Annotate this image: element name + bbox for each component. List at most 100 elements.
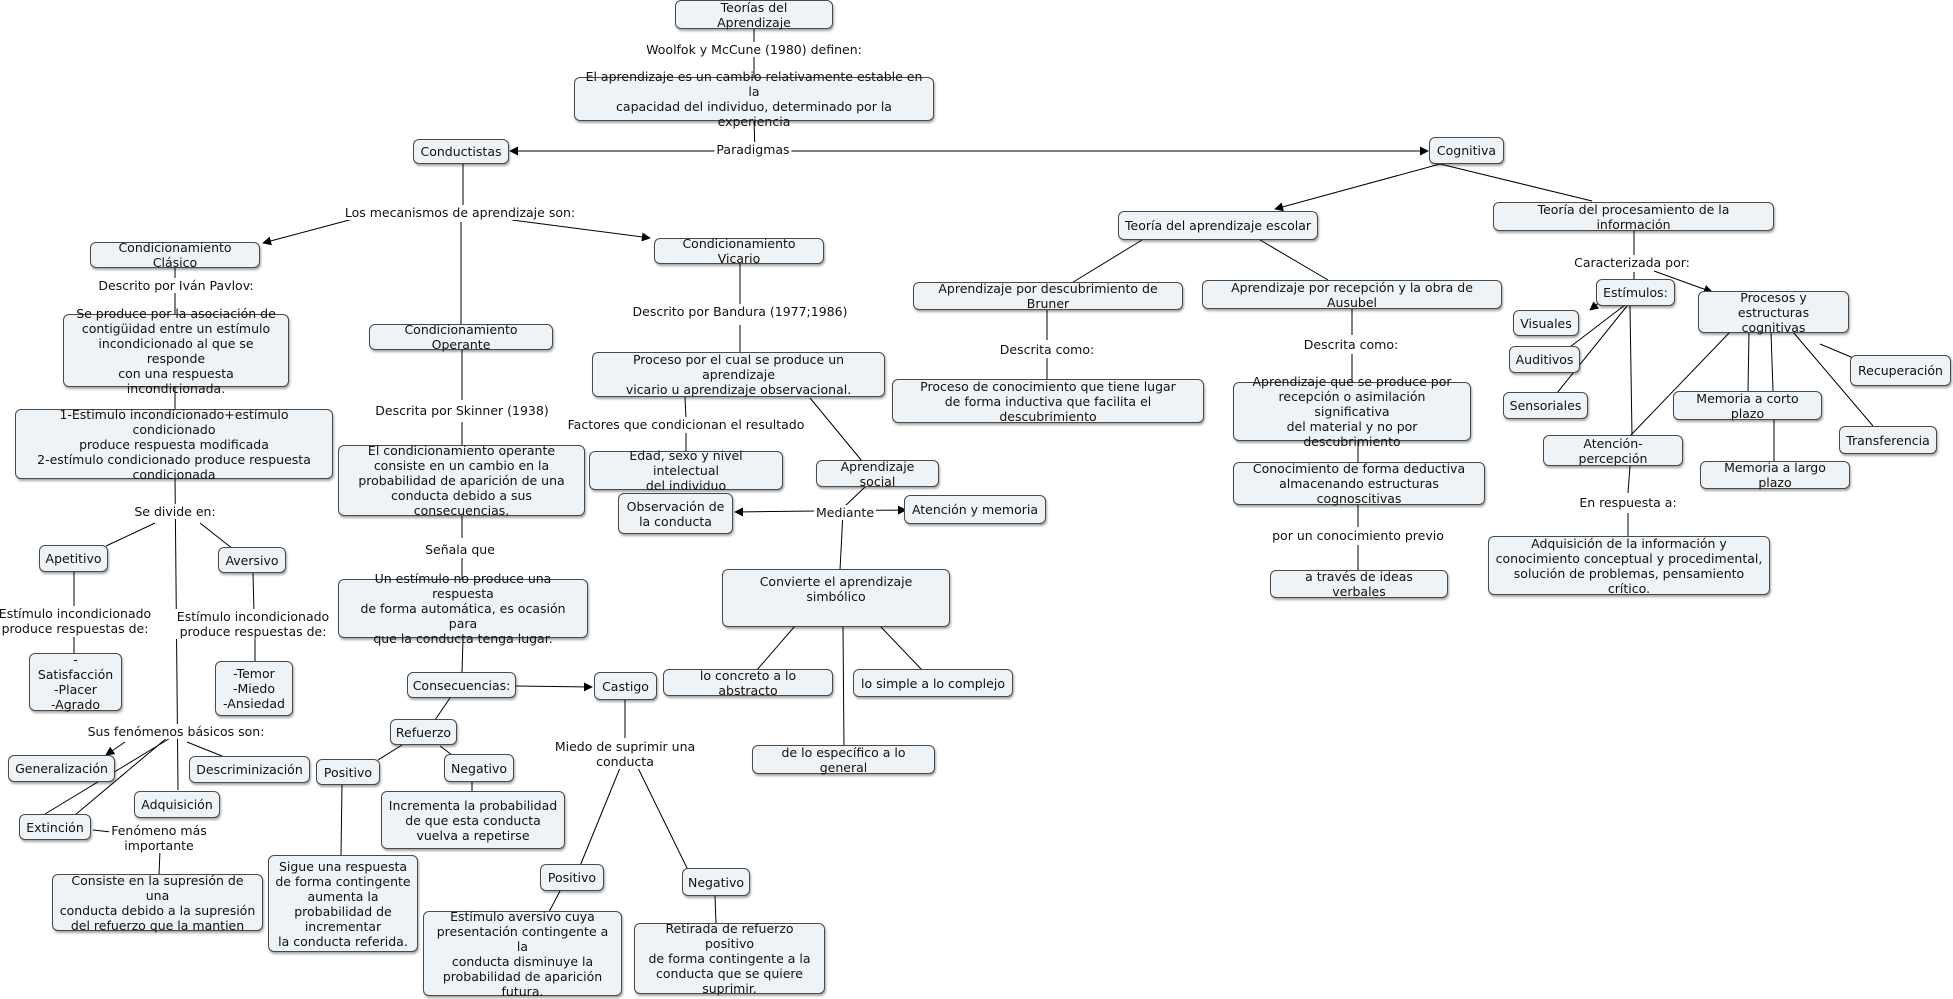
node-bruner-definicion[interactable]: Proceso de conocimiento que tiene lugar … [892, 379, 1204, 424]
node-descriminizacion[interactable]: Descriminización [189, 756, 310, 783]
node-teorias-del-aprendizaje[interactable]: Teorías del Aprendizaje [675, 0, 833, 30]
node-teoria-procesamiento-informacion[interactable]: Teoría del procesamiento de la informaci… [1493, 202, 1774, 232]
label-descrita-como-ausubel: Descrita como: [1301, 337, 1401, 352]
label-estimulo-aversivo: Estímulo incondicionado produce respuest… [174, 609, 332, 639]
label-en-respuesta: En respuesta a: [1577, 495, 1679, 510]
node-refuerzo-positivo[interactable]: Positivo [316, 759, 380, 785]
connector [809, 397, 863, 462]
connector [511, 219, 651, 242]
label-paradigmas: Paradigmas [714, 142, 792, 157]
node-adquisicion-informacion[interactable]: Adquisición de la información y conocimi… [1488, 536, 1770, 596]
connector [842, 485, 867, 509]
connector [262, 218, 354, 246]
label-estimulo-apetitivo: Estímulo incondicionado produce respuest… [0, 606, 154, 636]
label-miedo-suprimir: Miedo de suprimir una conducta [552, 739, 698, 769]
connector [637, 767, 689, 871]
node-castigo-negativo[interactable]: Negativo [682, 868, 750, 896]
connector [1747, 331, 1750, 392]
node-refuerzo-positivo-definicion[interactable]: Sigue una respuesta de forma contingente… [268, 855, 418, 952]
connector [377, 744, 403, 761]
connector [1274, 163, 1441, 212]
label-caracterizada-por: Caracterizada por: [1572, 255, 1692, 270]
connector [714, 895, 717, 925]
node-aprendizaje-ausubel[interactable]: Aprendizaje por recepción y la obra de A… [1202, 280, 1502, 310]
connector [1556, 305, 1628, 394]
connector [755, 625, 796, 672]
connector [186, 741, 223, 757]
node-estimulos[interactable]: Estímulos: [1596, 279, 1675, 306]
connector [1629, 331, 1731, 437]
node-simple-complejo[interactable]: lo simple a lo complejo [853, 669, 1013, 697]
connector [1792, 331, 1874, 427]
label-mecanismos: Los mecanismos de aprendizaje son: [342, 205, 578, 220]
node-factores-edad-sexo[interactable]: Edad, sexo y nivel intelectual del indiv… [589, 448, 783, 493]
node-recuperacion[interactable]: Recuperación [1850, 355, 1951, 386]
connector [158, 849, 161, 876]
node-definicion-aprendizaje[interactable]: El aprendizaje es un cambio relativament… [574, 69, 934, 129]
node-ideas-verbales[interactable]: a través de ideas verbales [1270, 569, 1448, 599]
connector [684, 396, 687, 420]
node-memoria-largo-plazo[interactable]: Memoria a largo plazo [1700, 460, 1850, 490]
node-concreto-abstracto[interactable]: lo concreto a lo abstracto [663, 668, 833, 698]
connector [1439, 163, 1593, 202]
label-fenomeno-importante: Fenómeno más importante [109, 823, 209, 853]
label-conocimiento-previo: por un conocimiento previo [1270, 528, 1446, 543]
node-apetitivo[interactable]: Apetitivo [39, 545, 108, 572]
node-satisfaccion-placer-agrado[interactable]: -Satisfacción -Placer -Agrado [29, 652, 122, 712]
node-auditivos[interactable]: Auditivos [1509, 346, 1580, 373]
node-sensoriales[interactable]: Sensoriales [1503, 392, 1588, 419]
node-memoria-corto-plazo[interactable]: Memoria a corto plazo [1673, 391, 1822, 421]
connector [879, 625, 923, 671]
node-observacion-conducta[interactable]: Observación de la conducta [618, 493, 733, 534]
node-cognitiva[interactable]: Cognitiva [1429, 137, 1504, 164]
label-descrita-como-bruner: Descrita como: [997, 342, 1097, 357]
node-conductistas[interactable]: Conductistas [413, 139, 509, 164]
node-refuerzo[interactable]: Refuerzo [390, 719, 457, 745]
node-generalizacion[interactable]: Generalización [8, 755, 115, 782]
node-temor-miedo-ansiedad[interactable]: -Temor -Miedo -Ansiedad [215, 661, 293, 716]
node-conocimiento-deductivo[interactable]: Conocimiento de forma deductiva almacena… [1233, 461, 1485, 506]
node-aprendizaje-bruner[interactable]: Aprendizaje por descubrimiento de Bruner [913, 281, 1183, 311]
node-consecuencias[interactable]: Consecuencias: [407, 672, 516, 698]
node-aversivo[interactable]: Aversivo [218, 547, 286, 573]
node-aprendizaje-simbolico[interactable]: Convierte el aprendizaje simbólico [722, 569, 950, 627]
label-senala-que: Señala que [423, 542, 497, 557]
node-visuales[interactable]: Visuales [1513, 310, 1579, 336]
node-condicionamiento-clasico[interactable]: Condicionamiento Clásico [90, 240, 260, 270]
node-adquisicion[interactable]: Adquisición [134, 791, 220, 818]
node-especifico-general[interactable]: de lo específico a lo general [752, 745, 935, 775]
node-transferencia[interactable]: Transferencia [1839, 426, 1937, 454]
node-condicionamiento-vicario[interactable]: Condicionamiento Vicario [654, 236, 824, 266]
label-descrito-pavlov: Descrito por Iván Pavlov: [96, 278, 256, 293]
node-refuerzo-negativo-definicion[interactable]: Incrementa la probabilidad de que esta c… [381, 791, 565, 849]
node-castigo[interactable]: Castigo [594, 672, 657, 700]
connector [434, 697, 451, 721]
node-castigo-positivo-definicion[interactable]: Estímulo aversivo cuya presentación cont… [423, 909, 622, 999]
node-estimulo-no-produce[interactable]: Un estímulo no produce una respuesta de … [338, 571, 588, 646]
connector [461, 637, 464, 674]
node-atencion-memoria[interactable]: Atención y memoria [904, 495, 1046, 524]
node-condicionamiento-operante[interactable]: Condicionamiento Operante [369, 322, 553, 352]
node-atencion-percepcion[interactable]: Atención-percepción [1543, 435, 1683, 466]
node-vicario-definicion[interactable]: Proceso por el cual se produce un aprend… [592, 352, 885, 397]
label-descrita-skinner: Descrita por Skinner (1938) [373, 403, 551, 418]
node-castigo-positivo[interactable]: Positivo [540, 864, 604, 891]
node-clasico-definicion[interactable]: Se produce por la asociación de contigüi… [63, 306, 289, 396]
connector [1770, 331, 1774, 392]
node-teoria-aprendizaje-escolar[interactable]: Teoría del aprendizaje escolar [1118, 211, 1318, 240]
node-extincion-definicion[interactable]: Consiste en la supresión de una conducta… [52, 873, 263, 933]
connector [515, 682, 593, 692]
node-clasico-pasos[interactable]: 1-Estimulo incondicionado+estímulo condi… [15, 407, 333, 482]
node-castigo-negativo-definicion[interactable]: Retirada de refuerzo positivo de forma c… [634, 921, 825, 996]
connector [1259, 239, 1329, 281]
connector [1627, 465, 1631, 494]
node-operante-definicion[interactable]: El condicionamiento operante consiste en… [338, 443, 585, 518]
label-descrito-bandura: Descrito por Bandura (1977;1986) [630, 304, 850, 319]
node-procesos-estructuras-cognitivas[interactable]: Procesos y estructuras cognitivas [1698, 290, 1849, 335]
node-ausubel-definicion[interactable]: Aprendizaje que se produce por recepción… [1233, 374, 1471, 449]
node-refuerzo-negativo[interactable]: Negativo [444, 754, 514, 782]
node-aprendizaje-social[interactable]: Aprendizaje social [816, 459, 939, 489]
node-extincion[interactable]: Extinción [19, 814, 91, 840]
